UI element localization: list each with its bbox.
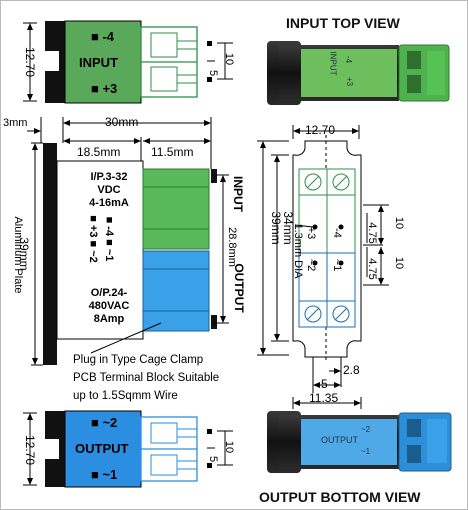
output-label: OUTPUT (75, 441, 129, 456)
input-spec-line-1: I/P.3-32 (90, 171, 128, 183)
output-spec-line-2: 480VAC (88, 300, 130, 312)
input-spec: I/P.3-32 VDC 4-16mA (77, 171, 141, 210)
aluminum-plate-label: Aluminum Plate (12, 216, 24, 294)
dim-18-5mm: 18.5mm (77, 145, 121, 159)
input-top-view-heading: INPUT TOP VIEW (286, 15, 400, 31)
front-pin-plus3: +3 (305, 226, 317, 240)
dim-10-bottom-front: 10 (393, 256, 405, 270)
side-view-diagram (27, 117, 229, 366)
output-bottom-photo (267, 411, 452, 473)
output-spec: O/P.24- 480VAC 8Amp (77, 287, 141, 326)
plug-note: Plug in Type Cage Clamp PCB Terminal Blo… (73, 351, 219, 405)
input-spec-line-3: 4-16mA (89, 197, 129, 209)
pins-row-1: ■ -4 ■ ~1 (103, 216, 115, 262)
dim-11-35: 11.35 (309, 391, 339, 405)
photo-bottom-pin-a: ~2 (361, 425, 371, 434)
dim-10-top-front: 10 (393, 216, 405, 230)
dim-4-75-bottom-front: 4.75 (366, 258, 378, 280)
photo-bottom-label: OUTPUT (321, 435, 358, 445)
input-top-diagram (23, 20, 233, 104)
photo-top-pin-b: +3 (345, 76, 355, 87)
dim-10-label: 10 (223, 52, 235, 66)
front-pin-tilde2: ~2 (305, 258, 317, 272)
dim-height-label-bottom: 12.70 (23, 434, 37, 466)
pin-plus3-text: +3 (102, 81, 118, 96)
dim-4-75-top-front: 4.75 (366, 222, 378, 244)
dim-5-front: 5 (321, 377, 328, 391)
plug-note-line-2: PCB Terminal Block Suitable (73, 372, 220, 384)
pin-tilde1-label: ■ ~1 (91, 467, 118, 482)
input-spec-line-2: VDC (97, 184, 121, 196)
pin-tilde1-text: ~1 (102, 467, 118, 482)
output-bottom-diagram (23, 410, 233, 488)
plug-note-line-1: Plug in Type Cage Clamp (73, 354, 204, 366)
side-output-label: OUTPUT (232, 263, 246, 313)
pin-minus4-text: -4 (102, 29, 115, 44)
output-spec-line-3: 8Amp (93, 313, 125, 325)
dim-30mm: 30mm (105, 115, 139, 129)
output-bottom-view-heading: OUTPUT BOTTOM VIEW (259, 489, 421, 505)
input-top-photo (267, 41, 450, 105)
dim-height-label: 12.70 (23, 46, 37, 78)
plug-note-line-3: up to 1.5Sqmm Wire (73, 390, 178, 402)
photo-top-label: INPUT (328, 51, 338, 76)
side-input-label: INPUT (231, 176, 245, 212)
photo-bottom-pin-b: ~1 (361, 447, 371, 456)
dim-10-label-bottom: 10 (223, 440, 235, 454)
front-view-diagram (257, 125, 389, 409)
pins-row-2: ■ +3 ■ ~2 (87, 215, 99, 263)
dim-dia-label: 1.3mm DIA (292, 223, 304, 279)
dim-12-70-front: 12.70 (305, 123, 336, 137)
pin-plus3-label: ■ +3 (91, 81, 118, 96)
dim-2-8: 2.8 (343, 363, 360, 377)
dim-5-label: 5 (207, 69, 219, 77)
input-label: INPUT (79, 55, 118, 70)
dim-5-label-bottom: 5 (207, 455, 219, 463)
pin-tilde2-label: ■ ~2 (91, 415, 118, 430)
pin-tilde2-text: ~2 (102, 415, 118, 430)
output-spec-line-1: O/P.24- (90, 287, 128, 299)
pin-minus4-label: ■ -4 (91, 29, 115, 44)
photo-top-pin-a: -4 (344, 55, 354, 64)
front-pin-tilde1: ~1 (331, 258, 343, 272)
dim-3mm: 3mm (3, 117, 28, 129)
front-pin-minus4: -4 (331, 228, 343, 238)
dim-11-5mm: 11.5mm (151, 145, 194, 159)
